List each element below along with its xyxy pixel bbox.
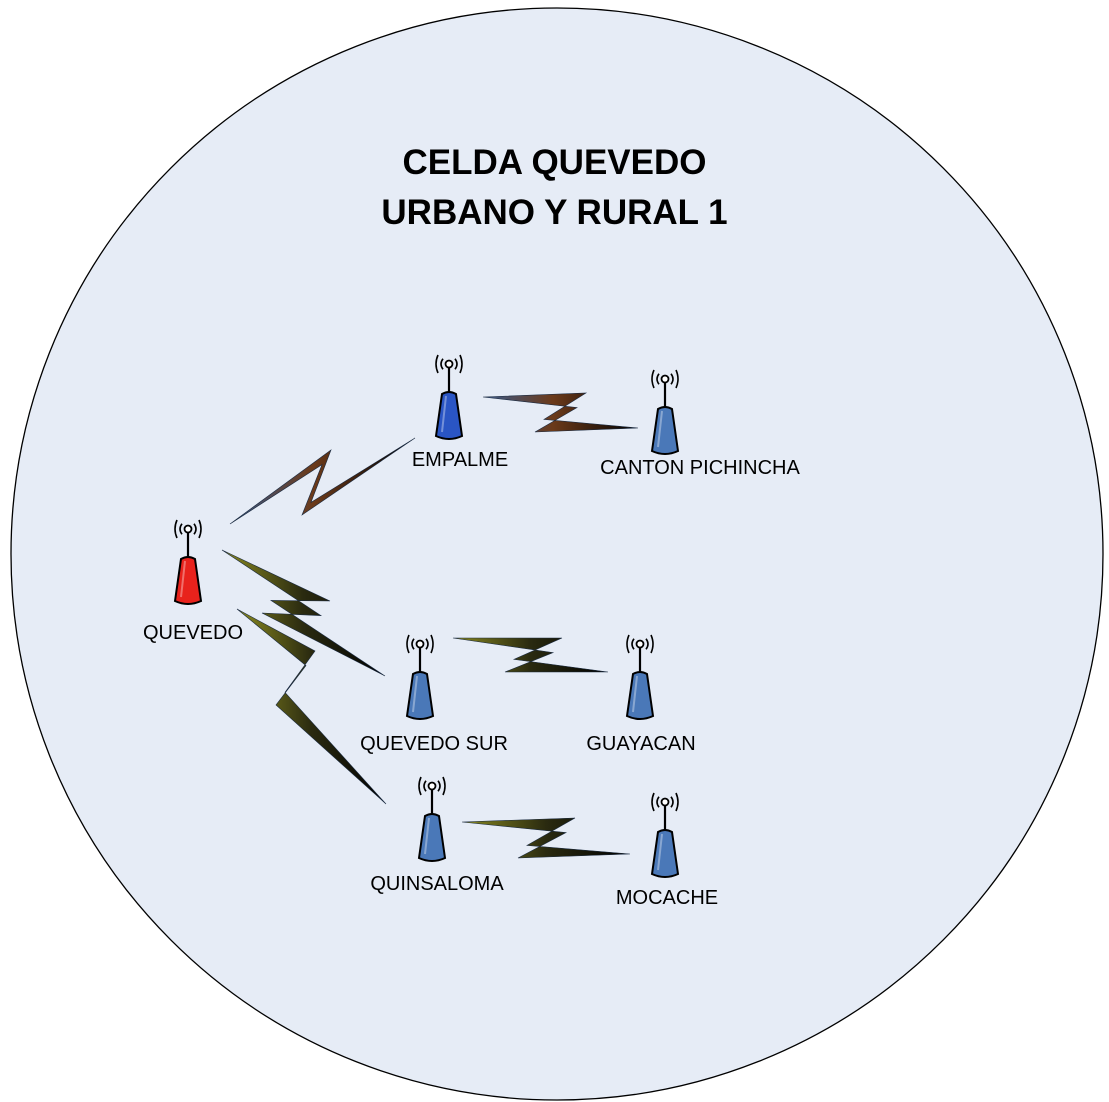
- cell-coverage-circle: [10, 7, 1104, 1101]
- empalme-tower-icon: [434, 354, 464, 440]
- mocache-tower-icon: [650, 792, 680, 878]
- guayacan-tower-icon: [625, 634, 655, 720]
- diagram-title-line-2: URBANO Y RURAL 1: [381, 193, 728, 232]
- links-layer: [221, 392, 639, 859]
- canton-pichincha-tower-icon: [650, 369, 680, 455]
- quinsaloma-tower-icon: [417, 776, 447, 862]
- quevedo-sur-tower-icon: [405, 634, 435, 720]
- link-quevedo-quinsaloma-icon: [236, 608, 387, 805]
- station-label-mocache: MOCACHE: [615, 887, 719, 909]
- station-label-quevedo-sur: QUEVEDO SUR: [360, 733, 508, 755]
- station-label-canton-pichincha: CANTON PICHINCHA: [600, 457, 800, 479]
- station-label-guayacan: GUAYACAN: [586, 733, 696, 755]
- link-empalme-canton-pichincha-icon: [482, 392, 639, 433]
- station-label-empalme: EMPALME: [411, 449, 509, 471]
- link-quevedo-quevedo-sur-icon: [221, 549, 386, 677]
- link-quevedo-sur-guayacan-icon: [452, 637, 609, 673]
- quevedo-tower-icon: [173, 519, 203, 605]
- link-quevedo-empalme-icon: [229, 437, 416, 525]
- station-label-quevedo: QUEVEDO: [142, 622, 244, 644]
- link-quinsaloma-mocache-icon: [461, 817, 631, 859]
- station-label-quinsaloma: QUINSALOMA: [370, 873, 504, 895]
- diagram-title-line-1: CELDA QUEVEDO: [402, 143, 707, 182]
- towers-layer: [173, 354, 680, 878]
